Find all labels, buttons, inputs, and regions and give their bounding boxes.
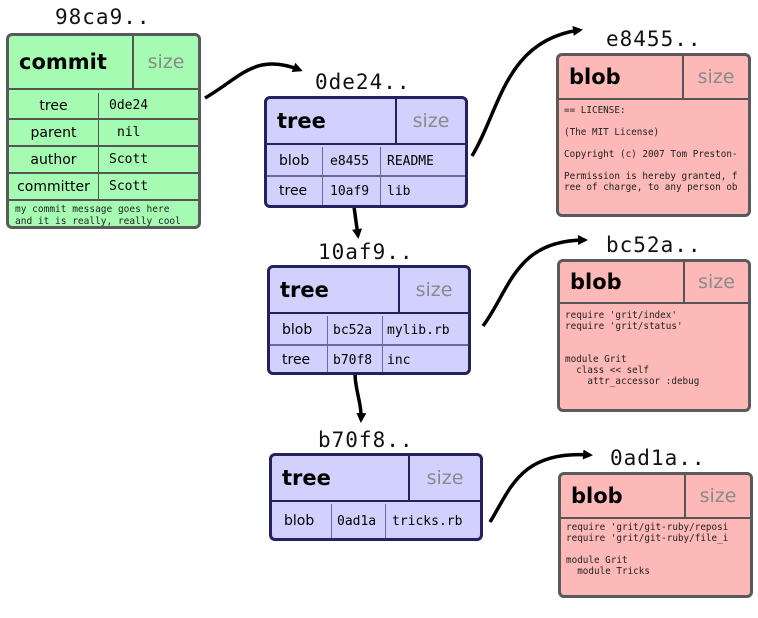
tree-entry: tree b70f8 inc	[270, 346, 468, 372]
blob-header: blob size	[559, 56, 748, 100]
tree-entry: tree 10af9 lib	[267, 177, 465, 205]
commit-field-row: tree 0de24	[9, 93, 198, 120]
field-key: parent	[9, 120, 99, 145]
tree-size-label: size	[412, 110, 450, 132]
blob-object: blob size require 'grit/git-ruby/reposi …	[558, 472, 753, 598]
blob-size-label: size	[698, 271, 735, 293]
commit-type-label: commit	[9, 36, 134, 88]
commit-field-row: parent nil	[9, 120, 198, 147]
blob-content: require 'grit/index' require 'grit/statu…	[565, 310, 700, 387]
blob-header: blob size	[560, 262, 748, 304]
tree-type-label: tree	[272, 456, 410, 500]
blob-type-label: blob	[560, 262, 685, 302]
tree-entry: blob 0ad1a tricks.rb	[272, 504, 480, 538]
tree-hash: b70f8..	[318, 428, 414, 452]
field-value: nil	[117, 125, 141, 140]
blob-hash: bc52a..	[606, 233, 702, 257]
commit-message-line: and it is really, really cool	[15, 216, 181, 227]
tree-size-label: size	[426, 467, 464, 489]
entry-name: lib	[387, 183, 411, 199]
blob-hash: e8455..	[606, 27, 702, 51]
tree-object: tree size blob 0ad1a tricks.rb	[269, 453, 483, 541]
commit-header: commit size	[9, 36, 198, 90]
entry-name: README	[387, 153, 434, 169]
entry-name: inc	[387, 352, 411, 368]
entry-sha: 10af9	[323, 177, 381, 205]
commit-field-row: author Scott	[9, 147, 198, 174]
tree-entries: blob e8455 README tree 10af9 lib	[267, 145, 465, 205]
entry-type: blob	[270, 316, 328, 344]
commit-message: my commit message goes here and it is re…	[9, 199, 198, 227]
entry-sha: bc52a	[328, 316, 383, 344]
tree-hash: 0de24..	[315, 70, 411, 94]
tree-type-label: tree	[267, 99, 397, 143]
commit-size-label: size	[147, 51, 185, 73]
blob-size-label: size	[699, 485, 737, 507]
field-value: 0de24	[109, 98, 149, 113]
blob-object: blob size == LICENSE: (The MIT License) …	[556, 53, 751, 217]
blob-type-label: blob	[559, 56, 684, 98]
blob-content: require 'grit/git-ruby/reposi require 'g…	[566, 522, 729, 577]
entry-type: tree	[270, 346, 328, 372]
arrow-tree-to-blob-bc52a	[481, 235, 588, 328]
tree-entry: blob e8455 README	[267, 147, 465, 177]
blob-header: blob size	[561, 475, 750, 519]
commit-hash: 98ca9..	[55, 5, 151, 29]
commit-message-line: my commit message goes here	[15, 204, 170, 215]
entry-type: blob	[267, 147, 323, 175]
tree-entries: blob 0ad1a tricks.rb	[272, 502, 480, 538]
tree-hash: 10af9..	[318, 240, 414, 264]
tree-header: tree size	[270, 268, 468, 314]
blob-object: blob size require 'grit/index' require '…	[557, 259, 751, 412]
entry-name: tricks.rb	[392, 513, 463, 529]
blob-content: == LICENSE: (The MIT License) Copyright …	[564, 105, 738, 193]
tree-object: tree size blob bc52a mylib.rb tree b70f8…	[267, 265, 471, 375]
tree-entries: blob bc52a mylib.rb tree b70f8 inc	[270, 314, 468, 372]
tree-type-label: tree	[270, 268, 400, 312]
blob-type-label: blob	[561, 475, 686, 517]
arrow-tree-to-blob-e8455	[470, 25, 583, 157]
field-value: Scott	[109, 179, 149, 194]
tree-header: tree size	[267, 99, 465, 145]
entry-sha: e8455	[323, 147, 381, 175]
commit-object: commit size tree 0de24 parent nil author…	[6, 33, 201, 229]
blob-hash: 0ad1a..	[610, 446, 706, 470]
commit-fields: tree 0de24 parent nil author Scott commi…	[9, 90, 198, 199]
field-key: author	[9, 147, 99, 172]
field-key: tree	[9, 93, 99, 118]
tree-object: tree size blob e8455 README tree 10af9 l…	[264, 96, 468, 208]
field-key: committer	[9, 174, 99, 199]
field-value: Scott	[109, 152, 149, 167]
commit-field-row: committer Scott	[9, 174, 198, 199]
entry-name: mylib.rb	[387, 322, 450, 338]
entry-type: tree	[267, 177, 323, 205]
arrow-tree-to-blob-0ad1a	[488, 449, 593, 523]
blob-size-label: size	[697, 66, 735, 88]
tree-header: tree size	[272, 456, 480, 502]
tree-size-label: size	[415, 279, 453, 301]
tree-entry: blob bc52a mylib.rb	[270, 316, 468, 346]
entry-sha: b70f8	[328, 346, 383, 372]
entry-sha: 0ad1a	[332, 504, 386, 538]
arrow-commit-to-tree	[204, 62, 303, 100]
entry-type: blob	[272, 504, 332, 538]
